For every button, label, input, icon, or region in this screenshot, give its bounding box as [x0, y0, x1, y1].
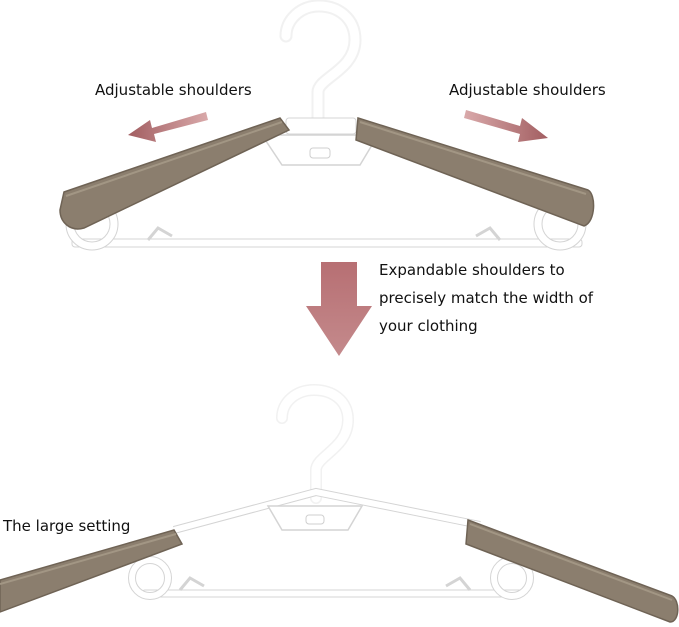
shoulder-pad-left-large — [0, 529, 184, 613]
caption-line: precisely match the width of — [379, 289, 594, 307]
arrow-down-icon — [306, 262, 372, 356]
arrow-up-left-icon — [128, 112, 208, 142]
hanger-bottom-bar — [71, 238, 583, 248]
caption-adjustable-shoulders-right: Adjustable shoulders — [449, 81, 606, 99]
caption-large-setting: The large setting — [3, 517, 131, 535]
shoulder-pad-right-large — [465, 518, 679, 623]
shoulder-pad-right — [355, 117, 595, 227]
arrow-down-right-icon — [464, 110, 548, 142]
hanger-bottom-bar-large — [141, 589, 523, 598]
caption-line: Expandable shoulders to — [379, 261, 565, 279]
caption-expandable-shoulders: Expandable shoulders to precisely match … — [379, 256, 593, 340]
hanger-compact — [59, 0, 595, 251]
caption-adjustable-shoulders-left: Adjustable shoulders — [95, 81, 252, 99]
hanger-large — [0, 383, 679, 623]
caption-line: your clothing — [379, 317, 478, 335]
shoulder-pad-left — [59, 117, 291, 230]
